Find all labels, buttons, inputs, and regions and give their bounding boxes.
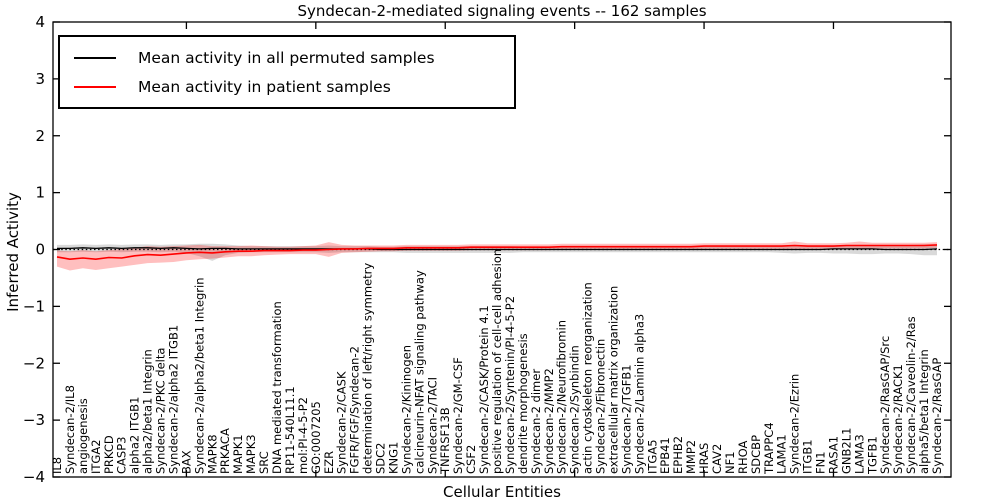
x-tick-label: EPB41 <box>658 437 672 474</box>
x-tick-label: determination of left/right symmetry <box>361 263 375 474</box>
x-tick-label: mol:PI-4-5-P2 <box>296 397 310 474</box>
x-tick-label: Syndecan-2/PKC delta <box>154 348 168 474</box>
x-tick-label: LAMA3 <box>852 434 866 474</box>
x-tick-label: IL8 <box>50 457 64 474</box>
x-tick-label: Syndecan-2/CASK <box>335 371 349 474</box>
x-tick-label: Syndecan-2/RasGAP/Src <box>878 336 892 474</box>
x-tick-label: extracellular matrix organization <box>607 286 621 474</box>
x-tick-label: calcineurin-NFAT signaling pathway <box>412 270 426 474</box>
x-tick-label: LAMA1 <box>775 434 789 474</box>
x-tick-label: Syndecan-2/RasGAP <box>930 358 944 474</box>
x-tick-label: NF1 <box>723 451 737 474</box>
confidence-band-permuted <box>57 243 937 261</box>
x-tick-label: Syndecan-2/IL8 <box>63 385 77 474</box>
x-tick-label: TRAPPC4 <box>762 422 776 475</box>
x-tick-label: Syndecan-2/Fibronectin <box>594 339 608 474</box>
y-tick-label: 1 <box>35 184 45 202</box>
series-line-patient <box>56 244 938 261</box>
y-tick-label: −1 <box>23 297 45 315</box>
x-tick-label: CSF2 <box>464 445 478 474</box>
x-tick-label: Syndecan-2/alpha2 ITGB1 <box>167 325 181 474</box>
x-tick-label: Syndecan-2/Synbindin <box>568 345 582 474</box>
x-tick-label: MMP2 <box>684 440 698 474</box>
x-tick-label: Syndecan-2/Ezrin <box>788 374 802 474</box>
x-tick-label: SDC2 <box>374 442 388 474</box>
y-tick-label: 2 <box>35 127 45 145</box>
x-tick-label: RASA1 <box>827 436 841 474</box>
legend-line-sample-red <box>74 85 116 88</box>
x-tick-label: Syndecan-2/RACK1 <box>891 364 905 474</box>
legend-label-patient: Mean activity in patient samples <box>138 77 391 96</box>
plot-title: Syndecan-2-mediated signaling events -- … <box>297 2 707 20</box>
x-tick-label: EPHB2 <box>671 436 685 474</box>
y-tick-label: −2 <box>23 354 45 372</box>
y-tick-label: 4 <box>35 13 45 31</box>
x-tick-label: Syndecan-2 dimer <box>529 369 543 474</box>
x-tick-label: Syndecan-2/CASK/Protein 4.1 <box>477 305 491 474</box>
x-tick-label: ITGB1 <box>801 439 815 474</box>
x-tick-label: GO:0007205 <box>309 401 323 474</box>
x-tick-label: KNG1 <box>387 442 401 474</box>
x-tick-label: RP11-540L11.1 <box>283 386 297 474</box>
x-tick-label: PRKACA <box>218 428 232 474</box>
x-tick-label: alpha5/beta1 Integrin <box>917 349 931 474</box>
x-tick-label: Syndecan-2/Neurofibromin <box>555 320 569 474</box>
x-tick-label: SRC <box>257 451 271 474</box>
x-tick-label: TNFRSF13B <box>438 407 452 475</box>
x-tick-label: alpha2/beta1 Integrin <box>141 349 155 474</box>
x-tick-label: Syndecan-2/Laminin alpha3 <box>632 314 646 474</box>
x-tick-label: Syndecan-2/GM-CSF <box>451 357 465 474</box>
x-tick-label: Syndecan-2/Kininogen <box>399 345 413 474</box>
x-tick-label: ITGA2 <box>89 439 103 474</box>
x-tick-label: DNA mediated transformation <box>270 301 284 474</box>
y-axis-label: Inferred Activity <box>4 192 22 312</box>
x-tick-label: Syndecan-2/TGFB1 <box>619 364 633 474</box>
x-tick-label: PRKCD <box>102 435 116 474</box>
x-tick-label: positive regulation of cell-cell adhesio… <box>490 249 504 474</box>
x-tick-label: MAPK1 <box>231 434 245 474</box>
legend-label-permuted: Mean activity in all permuted samples <box>138 48 435 67</box>
legend-item-permuted: Mean activity in all permuted samples <box>74 43 504 72</box>
x-tick-label: ITGA5 <box>645 439 659 474</box>
x-tick-label: dendrite morphogenesis <box>516 333 530 474</box>
x-tick-label: GNB2L1 <box>839 428 853 474</box>
x-axis-label: Cellular Entities <box>443 483 561 500</box>
x-tick-label: CAV2 <box>710 444 724 474</box>
x-tick-label: Syndecan-2/TACI <box>425 377 439 474</box>
x-tick-label: BAX <box>179 450 193 474</box>
x-tick-label: actin cytoskeleton reorganization <box>581 282 595 474</box>
x-tick-label: alpha2 ITGB1 <box>128 397 142 474</box>
legend-line-sample-black <box>74 56 116 59</box>
y-tick-label: −4 <box>23 468 45 486</box>
x-tick-label: TGFB1 <box>865 436 879 475</box>
x-tick-label: SDCBP <box>749 435 763 474</box>
series-line-permuted <box>57 247 938 251</box>
y-tick-label: 0 <box>35 241 45 259</box>
x-tick-label: angiogenesis <box>76 398 90 474</box>
y-tick-label: −3 <box>23 411 45 429</box>
x-tick-label: CASP3 <box>115 437 129 474</box>
legend-item-patient: Mean activity in patient samples <box>74 72 504 101</box>
x-tick-label: MAPK3 <box>244 434 258 474</box>
x-tick-label: EZR <box>322 451 336 474</box>
x-tick-label: Syndecan-2/alpha2/beta1 Integrin <box>192 277 206 474</box>
x-tick-label: FN1 <box>814 451 828 474</box>
legend-box: Mean activity in all permuted samples Me… <box>58 35 516 109</box>
x-tick-label: FGFR/FGF/Syndecan-2 <box>348 346 362 474</box>
x-tick-label: Syndecan-2/Syntenin/PI-4-5-P2 <box>503 296 517 474</box>
x-tick-label: HRAS <box>697 443 711 474</box>
x-tick-label: Syndecan-2/Caveolin-2/Ras <box>904 316 918 474</box>
x-tick-label: MAPK8 <box>205 434 219 474</box>
y-tick-label: 3 <box>35 70 45 88</box>
x-tick-label: Syndecan-2/MMP2 <box>542 368 556 474</box>
x-tick-label: RHOA <box>736 441 750 474</box>
